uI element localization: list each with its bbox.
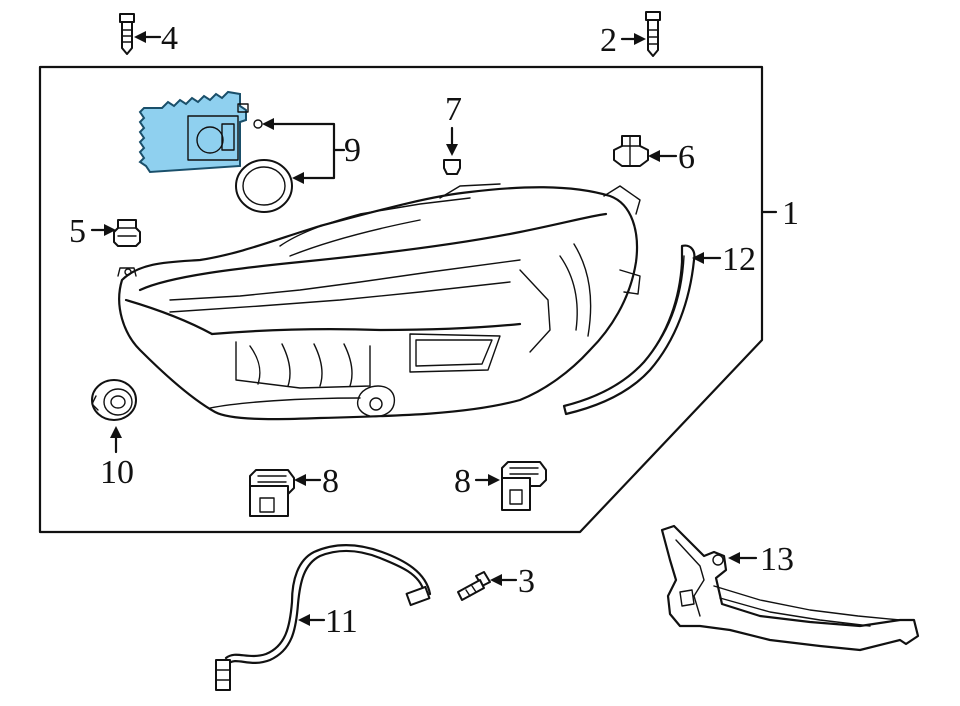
arrow-9a	[262, 118, 274, 130]
arrow-3	[490, 574, 502, 586]
part-8-bracket-left	[249, 469, 295, 517]
arrow-13	[728, 552, 740, 564]
arrow-12	[692, 252, 704, 264]
callout-10: 10	[100, 454, 134, 491]
arrow-6	[648, 150, 660, 162]
callout-3: 3	[518, 563, 535, 600]
callout-13: 13	[760, 541, 794, 578]
part-12-trim-strip	[562, 244, 696, 416]
arrow-11	[298, 614, 310, 626]
callout-4: 4	[161, 20, 178, 57]
callout-6: 6	[678, 139, 695, 176]
assembly-boundary	[38, 65, 764, 534]
callout-2: 2	[600, 22, 617, 59]
part-5-grommet	[113, 219, 141, 247]
part-6-connector	[613, 135, 649, 167]
part-4-bolt	[119, 13, 135, 55]
headlamp-assembly	[117, 183, 641, 421]
callout-1: 1	[782, 195, 799, 232]
part-9-seal-ring	[235, 159, 293, 213]
arrow-10	[110, 426, 122, 438]
part-10-cap	[91, 379, 137, 421]
callout-11: 11	[325, 603, 358, 640]
callout-8b: 8	[454, 463, 471, 500]
part-2-bolt	[645, 11, 661, 57]
arrow-9b	[292, 172, 304, 184]
callout-8a: 8	[322, 463, 339, 500]
part-11-cable	[215, 544, 432, 691]
arrow-5	[104, 224, 116, 236]
callout-9: 9	[344, 132, 361, 169]
part-9-control-module	[138, 90, 263, 174]
part-3-screw	[457, 571, 491, 601]
callout-5: 5	[69, 213, 86, 250]
arrow-8b	[488, 474, 500, 486]
arrow-8a	[294, 474, 306, 486]
part-8-bracket-right	[501, 461, 547, 511]
arrow-2	[634, 33, 646, 45]
part-13-repair-bracket	[660, 524, 920, 652]
arrow-7	[446, 144, 458, 156]
callout-12: 12	[722, 241, 756, 278]
callout-7: 7	[445, 91, 462, 128]
part-7-plug	[443, 159, 461, 175]
arrow-4	[134, 31, 146, 43]
